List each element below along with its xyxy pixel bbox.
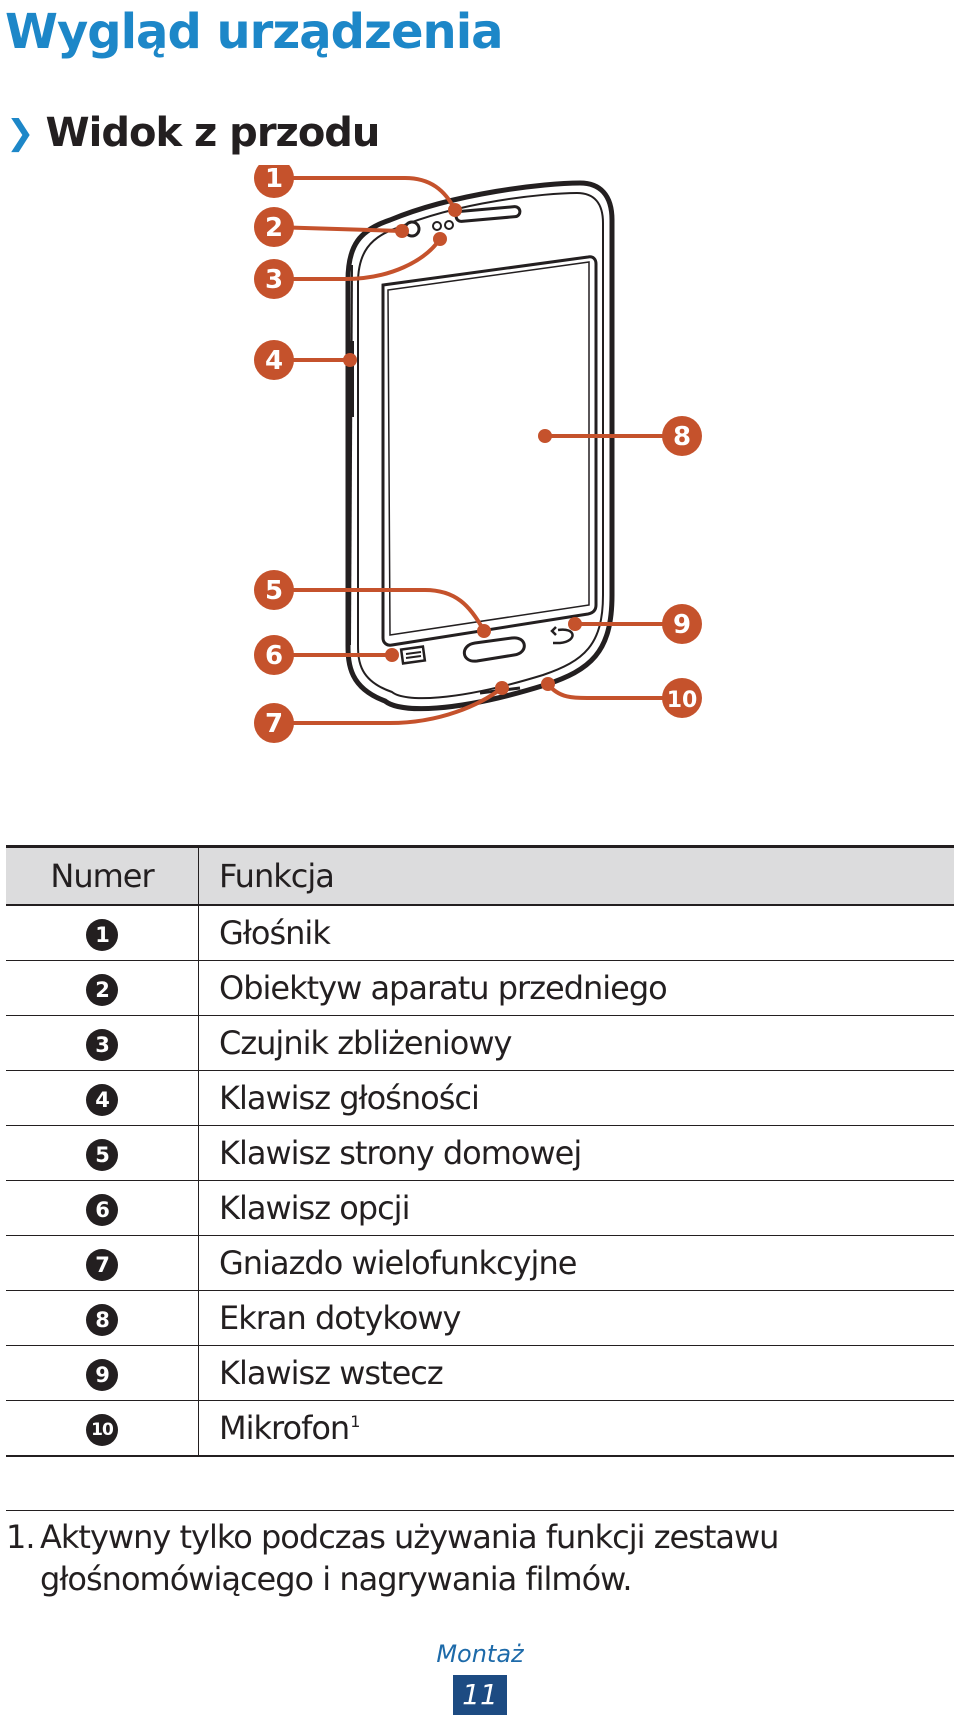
table-row: 1 Głośnik (6, 905, 954, 961)
function-cell: Mikrofon1 (198, 1400, 954, 1457)
number-badge: 5 (86, 1139, 118, 1171)
number-badge: 6 (86, 1194, 118, 1226)
svg-text:6: 6 (265, 641, 283, 671)
table-row: 2 Obiektyw aparatu przedniego (6, 960, 954, 1016)
footnote-divider (6, 1510, 954, 1511)
section-heading-label: Widok z przodu (45, 110, 381, 156)
svg-text:7: 7 (265, 709, 283, 739)
callout-leader-dots (343, 203, 582, 695)
section-footer-label: Montaż (436, 1640, 524, 1668)
table-row: 3 Czujnik zbliżeniowy (6, 1015, 954, 1071)
table-row: 9 Klawisz wstecz (6, 1345, 954, 1401)
callout-5: 5 (254, 570, 294, 610)
number-badge: 10 (86, 1414, 118, 1446)
callout-3: 3 (254, 259, 294, 299)
footnote-line-2: głośnomówiącego i nagrywania filmów. (40, 1560, 633, 1598)
svg-text:5: 5 (265, 576, 283, 606)
number-badge: 2 (86, 974, 118, 1006)
table-row: 5 Klawisz strony domowej (6, 1125, 954, 1181)
callout-9: 9 (662, 604, 702, 644)
svg-text:1: 1 (265, 165, 283, 194)
chevron-right-icon: ❯ (6, 113, 34, 153)
callout-4: 4 (254, 340, 294, 380)
function-cell: Klawisz wstecz (198, 1345, 954, 1401)
function-cell: Czujnik zbliżeniowy (198, 1015, 954, 1071)
number-badge: 9 (86, 1359, 118, 1391)
footnote: 1. Aktywny tylko podczas używania funkcj… (6, 1516, 779, 1600)
svg-text:10: 10 (667, 688, 698, 713)
table-row: 4 Klawisz głośności (6, 1070, 954, 1126)
phone-body (345, 180, 615, 712)
page-title: Wygląd urządzenia (5, 4, 504, 60)
number-badge: 4 (86, 1084, 118, 1116)
svg-text:9: 9 (673, 610, 691, 640)
device-front-illustration: 1 2 3 4 5 6 7 8 (254, 165, 702, 743)
svg-text:2: 2 (265, 213, 283, 243)
table-header-row: Numer Funkcja (6, 845, 954, 906)
footnote-mark: 1. (6, 1518, 36, 1556)
number-badge: 7 (86, 1249, 118, 1281)
number-badge: 3 (86, 1029, 118, 1061)
page-number: 11 (453, 1675, 507, 1715)
callout-badges: 1 2 3 4 5 6 7 8 (254, 165, 702, 743)
function-cell: Ekran dotykowy (198, 1290, 954, 1346)
footnote-text: Aktywny tylko podczas używania funkcji z… (40, 1516, 779, 1600)
function-cell: Klawisz głośności (198, 1070, 954, 1126)
header-function: Funkcja (198, 845, 954, 906)
function-cell: Klawisz opcji (198, 1180, 954, 1236)
number-badge: 8 (86, 1304, 118, 1336)
number-badge: 1 (86, 919, 118, 951)
table-row: 8 Ekran dotykowy (6, 1290, 954, 1346)
function-cell: Klawisz strony domowej (198, 1125, 954, 1181)
svg-text:4: 4 (265, 346, 283, 376)
callout-6: 6 (254, 635, 294, 675)
function-cell: Głośnik (198, 905, 954, 961)
callout-10: 10 (662, 678, 702, 718)
svg-text:8: 8 (673, 422, 691, 452)
function-cell: Obiektyw aparatu przedniego (198, 960, 954, 1016)
callout-1: 1 (254, 165, 294, 198)
callout-8: 8 (662, 416, 702, 456)
header-number: Numer (6, 845, 199, 906)
svg-text:3: 3 (265, 265, 283, 295)
table-row: 7 Gniazdo wielofunkcyjne (6, 1235, 954, 1291)
function-text: Mikrofon (219, 1409, 350, 1447)
callout-2: 2 (254, 207, 294, 247)
table-row: 10 Mikrofon1 (6, 1400, 954, 1457)
section-heading: ❯ Widok z przodu (6, 110, 381, 156)
table-row: 6 Klawisz opcji (6, 1180, 954, 1236)
footnote-line-1: Aktywny tylko podczas używania funkcji z… (40, 1518, 779, 1556)
callout-7: 7 (254, 703, 294, 743)
function-table: Numer Funkcja 1 Głośnik 2 Obiektyw apara… (6, 845, 954, 1457)
footnote-reference: 1 (350, 1412, 360, 1432)
function-cell: Gniazdo wielofunkcyjne (198, 1235, 954, 1291)
